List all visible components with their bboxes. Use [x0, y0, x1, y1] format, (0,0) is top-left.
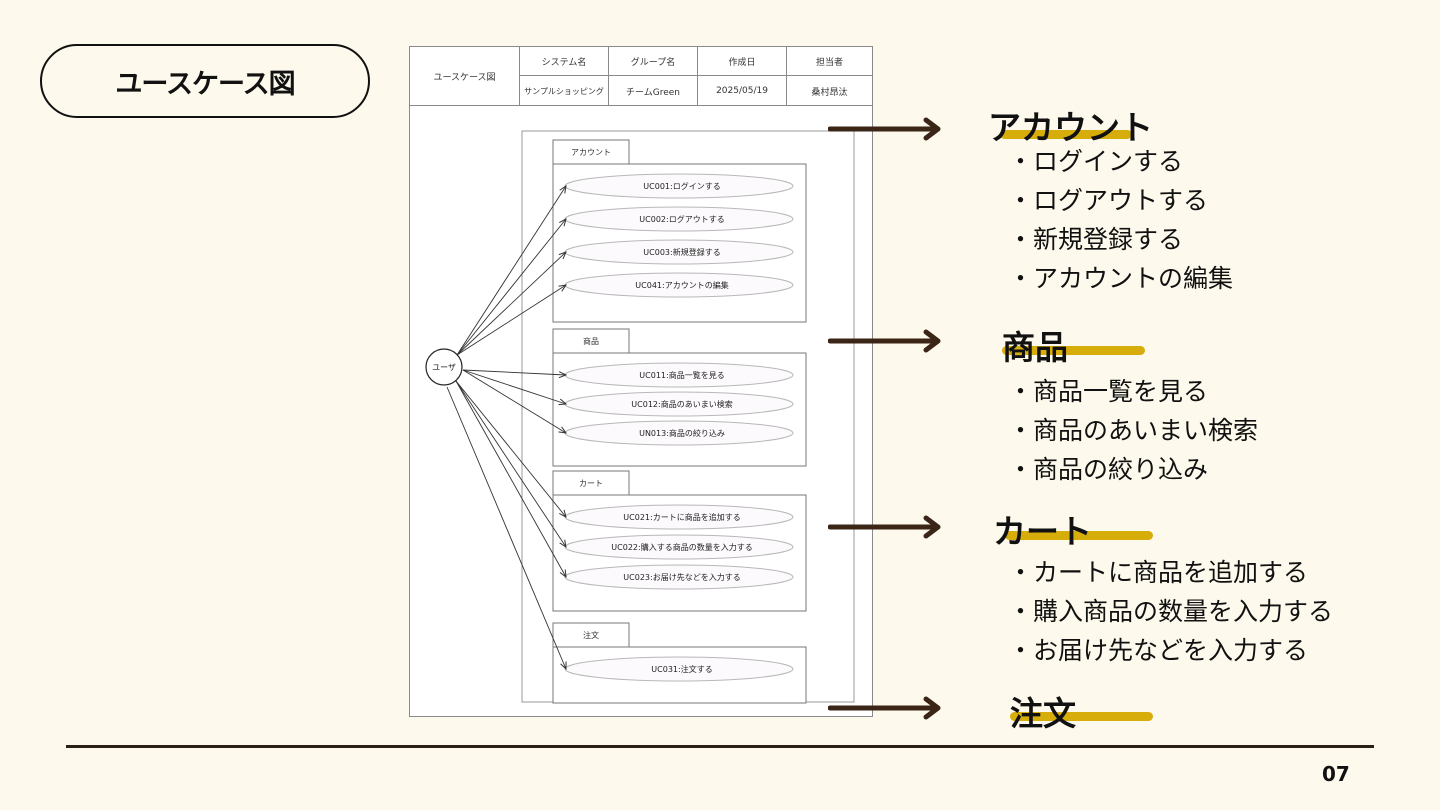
package-2: カート UC021:カートに商品を追加する UC022:購入する商品の数量を入力する… — [552, 470, 807, 612]
list-item: アカウントの編集 — [1008, 259, 1233, 298]
header-label-system: システム名 — [519, 47, 608, 76]
header-value-owner: 桑村昂汰 — [786, 76, 872, 106]
arrow-right-icon — [828, 515, 941, 539]
association-line — [446, 386, 566, 669]
use-case: UC011:商品一覧を見る — [564, 362, 794, 388]
package-0: アカウント UC001:ログインする UC002:ログアウトする UC003:新規登録… — [552, 139, 807, 323]
list-item: 商品一覧を見る — [1008, 372, 1258, 411]
actor: ユーザ — [425, 348, 463, 386]
highlight-stroke — [1002, 346, 1145, 355]
association-line — [455, 380, 566, 517]
use-case-label: UC041:アカウントの編集 — [635, 280, 728, 290]
association-line — [455, 380, 566, 577]
header-value-system: サンプルショッピング — [519, 76, 608, 106]
section-title-cart: カート — [993, 512, 1092, 551]
association-line — [456, 285, 566, 356]
association-line — [462, 369, 566, 404]
association-line — [456, 252, 566, 356]
package-name: 注文 — [583, 630, 599, 640]
use-case-label: UN013:商品の絞り込み — [639, 428, 725, 438]
use-case: UC023:お届け先などを入力する — [564, 564, 794, 590]
package-tab — [552, 622, 630, 648]
use-case: UC031:注文する — [564, 656, 794, 682]
use-case-label: UC011:商品一覧を見る — [639, 370, 724, 380]
doc-type-cell: ユースケース図 — [433, 73, 496, 83]
document-header-table: ユースケース図 システム名 グループ名 作成日 担当者 サンプルショッピング チ… — [410, 47, 872, 106]
header-value-date: 2025/05/19 — [697, 76, 786, 106]
page-number: 07 — [1322, 762, 1350, 786]
use-case: UC002:ログアウトする — [564, 206, 794, 232]
use-case-label: UC012:商品のあいまい検索 — [631, 399, 732, 409]
section-title-order: 注文 — [1010, 694, 1076, 733]
use-case: UC022:購入する商品の数量を入力する — [564, 534, 794, 560]
arrow-right-icon — [828, 117, 941, 141]
highlight-stroke — [1010, 712, 1153, 721]
list-item: 購入商品の数量を入力する — [1008, 592, 1333, 631]
use-case-label: UC022:購入する商品の数量を入力する — [611, 542, 752, 552]
package-name: アカウント — [571, 148, 611, 157]
list-item: 商品の絞り込み — [1008, 450, 1258, 489]
section-list-account: ログインする ログアウトする 新規登録する アカウントの編集 — [1008, 142, 1233, 298]
section-title-account: アカウント — [988, 108, 1153, 147]
use-case-label: UC021:カートに商品を追加する — [623, 512, 740, 522]
use-case-label: UC001:ログインする — [643, 181, 720, 191]
list-item: お届け先などを入力する — [1008, 631, 1333, 670]
package-3: 注文 UC031:注文する — [552, 622, 807, 704]
arrow-right-icon — [828, 696, 941, 720]
use-case: UC041:アカウントの編集 — [564, 272, 794, 298]
use-case: UC012:商品のあいまい検索 — [564, 391, 794, 417]
header-label-date: 作成日 — [697, 47, 786, 76]
use-case: UN013:商品の絞り込み — [564, 420, 794, 446]
highlight-stroke — [1005, 531, 1153, 540]
use-case-label: UC023:お届け先などを入力する — [623, 572, 740, 582]
package-tab — [552, 470, 630, 496]
list-item: ログインする — [1008, 142, 1233, 181]
list-item: 新規登録する — [1008, 220, 1233, 259]
highlight-stroke — [1000, 130, 1132, 139]
section-list-cart: カートに商品を追加する 購入商品の数量を入力する お届け先などを入力する — [1008, 553, 1333, 670]
slide-title: ユースケース図 — [40, 44, 370, 118]
use-case-label: UC002:ログアウトする — [639, 214, 724, 224]
footer-divider — [66, 745, 1374, 748]
list-item: カートに商品を追加する — [1008, 553, 1333, 592]
section-title-products: 商品 — [1002, 328, 1068, 367]
association-line — [456, 186, 566, 356]
use-case: UC021:カートに商品を追加する — [564, 504, 794, 530]
list-item: 商品のあいまい検索 — [1008, 411, 1258, 450]
package-name: カート — [579, 479, 603, 488]
use-case: UC003:新規登録する — [564, 239, 794, 265]
header-label-group: グループ名 — [608, 47, 697, 76]
actor-label: ユーザ — [432, 363, 456, 372]
header-value-group: チームGreen — [608, 76, 697, 106]
actor-circle — [425, 348, 463, 386]
use-case: UC001:ログインする — [564, 173, 794, 199]
use-case-label: UC003:新規登録する — [643, 247, 720, 257]
package-name: 商品 — [583, 336, 599, 346]
list-item: ログアウトする — [1008, 181, 1233, 220]
section-list-products: 商品一覧を見る 商品のあいまい検索 商品の絞り込み — [1008, 372, 1258, 489]
use-case-label: UC031:注文する — [651, 664, 712, 674]
association-line — [456, 219, 566, 356]
association-line — [462, 369, 566, 433]
association-line — [462, 369, 566, 375]
association-line — [455, 380, 566, 547]
arrow-right-icon — [828, 329, 941, 353]
header-label-owner: 担当者 — [786, 47, 872, 76]
